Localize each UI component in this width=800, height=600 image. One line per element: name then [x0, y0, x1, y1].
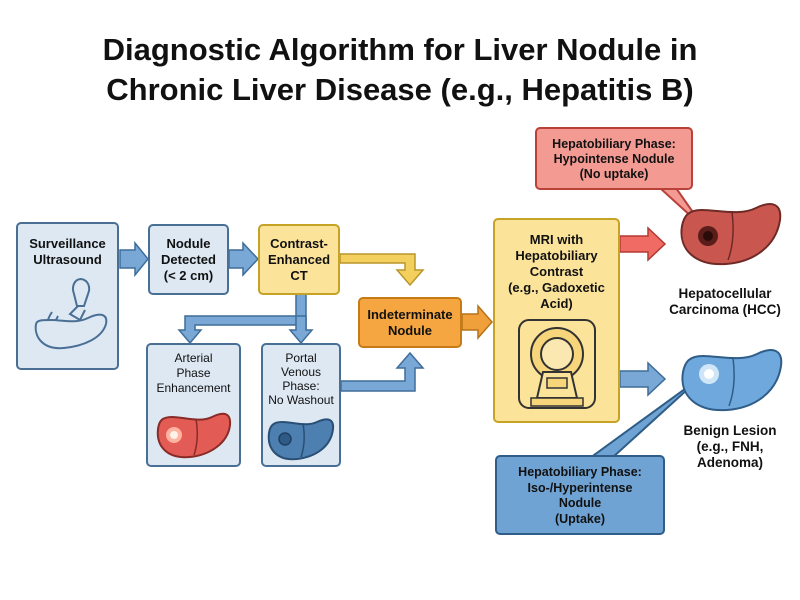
node-text-line: Acid): [540, 296, 573, 311]
node-contrast-enhanced-ct: Contrast- Enhanced CT: [258, 224, 340, 295]
node-text-line: Detected: [161, 252, 216, 267]
node-text-line: Phase: [176, 366, 211, 380]
node-text-line: Arterial: [174, 351, 213, 365]
arrow-surveillance-to-nodule: [119, 240, 149, 278]
node-text-line: (< 2 cm): [163, 268, 214, 283]
node-text-line: Surveillance: [29, 236, 106, 251]
label-hcc: Hepatocellular Carcinoma (HCC): [650, 286, 800, 318]
node-text-line: Phase:: [282, 379, 320, 393]
node-mri-hepatobiliary: MRI with Hepatobiliary Contrast (e.g., G…: [493, 218, 620, 423]
node-text-line: Contrast: [529, 264, 584, 279]
node-surveillance-ultrasound: Surveillance Ultrasound: [16, 222, 119, 370]
arrow-nodule-to-ct: [228, 241, 260, 277]
node-text-line: Enhancement: [156, 381, 231, 395]
node-text-line: Venous: [280, 365, 322, 379]
node-text-line: Portal: [285, 351, 317, 365]
label-line: Benign Lesion: [683, 423, 777, 438]
arrow-ct-to-indeterminate: [339, 253, 425, 287]
label-benign: Benign Lesion (e.g., FNH, Adenoma): [665, 423, 795, 471]
node-text-line: Nodule: [387, 323, 433, 338]
label-line: Hepatocellular: [678, 286, 772, 301]
hcc-liver-icon: [680, 203, 782, 266]
callout-text-line: Iso-/Hyperintense: [527, 480, 633, 495]
title-line-2: Chronic Liver Disease (e.g., Hepatitis B…: [106, 72, 694, 107]
callout-hbp-iso-hyperintense: Hepatobiliary Phase: Iso-/Hyperintense N…: [495, 455, 665, 535]
callout-text-line: (Uptake): [554, 511, 605, 526]
node-text-line: Enhanced: [267, 252, 331, 267]
mri-scanner-icon: [518, 319, 596, 409]
arrow-mri-to-benign: [619, 361, 667, 397]
diagram-title: Diagnostic Algorithm for Liver Nodule in…: [0, 30, 800, 110]
liver-portal-venous-icon: [267, 418, 335, 461]
title-line-1: Diagnostic Algorithm for Liver Nodule in: [102, 32, 698, 67]
node-portal-venous-phase: Portal Venous Phase: No Washout: [261, 343, 341, 467]
node-indeterminate-nodule: Indeterminate Nodule: [358, 297, 462, 348]
node-text-line: Contrast-: [270, 236, 328, 251]
label-line: Adenoma): [696, 455, 763, 470]
callout-text-line: Hypointense Nodule: [553, 152, 675, 166]
node-arterial-phase: Arterial Phase Enhancement: [146, 343, 241, 467]
callout-text-line: (No uptake): [579, 167, 649, 181]
node-nodule-detected: Nodule Detected (< 2 cm): [148, 224, 229, 295]
liver-arterial-enhancement-icon: [156, 412, 232, 459]
arrow-indeterminate-to-mri: [461, 304, 493, 340]
callout-hbp-hypointense: Hepatobiliary Phase: Hypointense Nodule …: [535, 127, 693, 190]
callout-text-line: Nodule: [558, 496, 602, 510]
arrow-portal-to-indeterminate: [340, 351, 425, 392]
node-text-line: Indeterminate: [367, 307, 453, 322]
ultrasound-probe-icon: [34, 277, 108, 350]
callout-text-line: Hepatobiliary Phase:: [518, 465, 642, 479]
callout-text-line: Hepatobiliary Phase:: [552, 137, 676, 151]
label-line: (e.g., FNH,: [696, 439, 764, 454]
arrow-mri-to-hcc: [619, 226, 667, 262]
node-text-line: (e.g., Gadoxetic: [508, 280, 605, 295]
node-text-line: Nodule: [166, 236, 211, 251]
benign-liver-icon: [681, 349, 783, 412]
arrow-ct-to-branches: [177, 293, 314, 345]
node-text-line: Hepatobiliary: [515, 248, 598, 263]
node-text-line: CT: [290, 268, 308, 283]
node-text-line: MRI with: [529, 232, 584, 247]
node-text-line: Ultrasound: [33, 252, 102, 267]
label-line: Carcinoma (HCC): [669, 302, 781, 317]
node-text-line: No Washout: [268, 393, 334, 407]
